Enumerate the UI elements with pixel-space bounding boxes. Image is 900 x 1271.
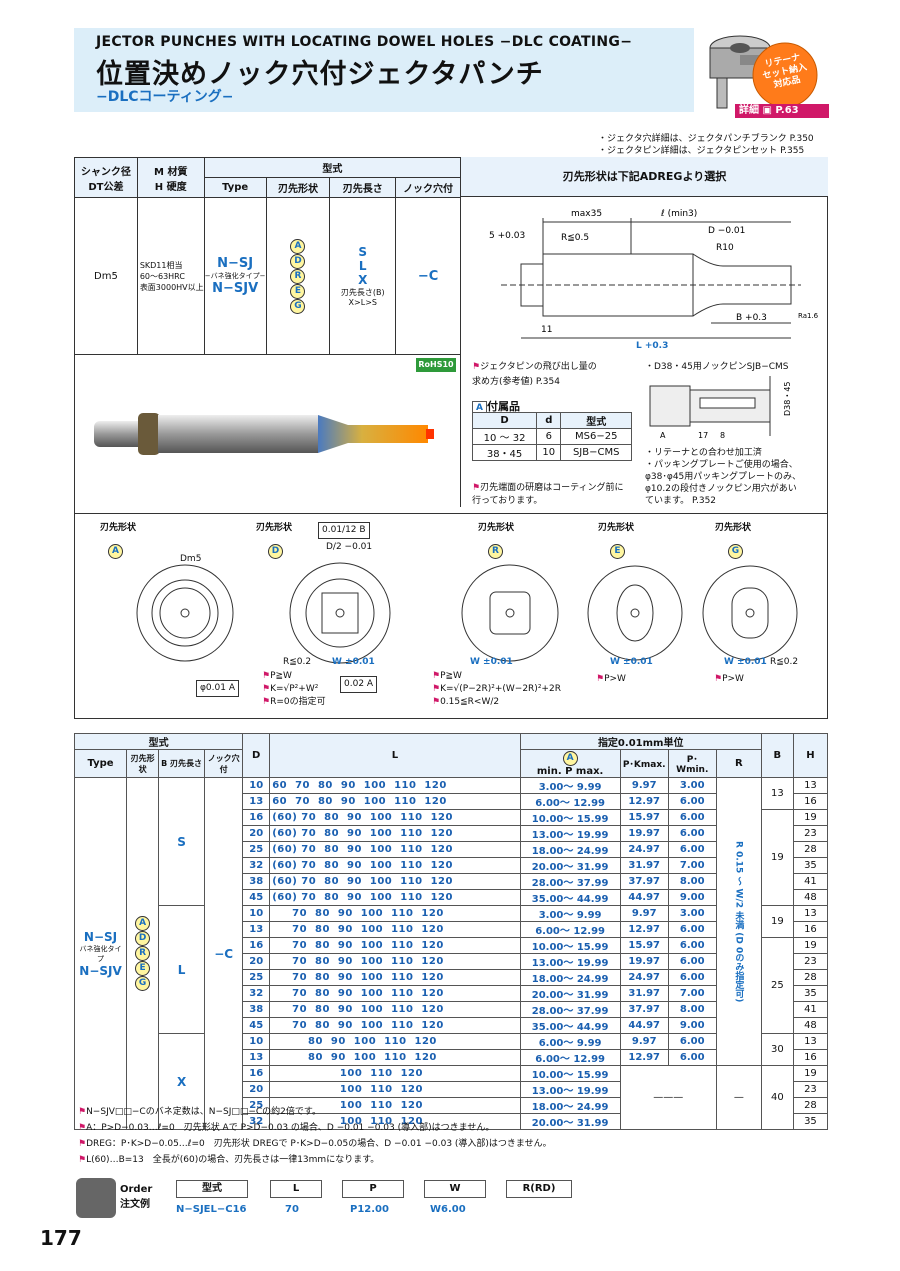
blen-l: L: [158, 905, 206, 1034]
order-example-p: P12.00: [350, 1204, 389, 1215]
type-cell: N−SJ −バネ強化タイプ− N−SJV: [203, 197, 267, 355]
blen-s: S: [158, 777, 206, 906]
shape-g-badge: G: [728, 538, 743, 559]
grind-note: ⚑刃先端面の研磨はコーティング前に 行っております。: [472, 483, 624, 506]
svg-text:B +0.3: B +0.3: [736, 313, 767, 323]
page-number: 177: [40, 1226, 82, 1250]
shape-label-e: 刃先形状: [598, 523, 635, 533]
punch-drawing: max35 ℓ (min3) D −0.01 R10 R≦0.5 5 +0.03…: [489, 209, 819, 351]
badge-ref-page: P.63: [775, 105, 799, 116]
shape-e-badge: E: [610, 538, 625, 559]
shape-a-badge: A: [108, 538, 123, 559]
svg-text:17: 17: [698, 431, 708, 440]
retainer-product-icon: [709, 35, 818, 109]
svg-text:L +0.3: L +0.3: [636, 341, 668, 351]
subtitle: −DLCコーティング−: [96, 89, 234, 105]
shape-label-g: 刃先形状: [715, 523, 752, 533]
svg-text:R≦0.5: R≦0.5: [561, 233, 589, 243]
shape-label-d: 刃先形状: [256, 523, 293, 533]
rohs-badge: RoHS10: [416, 358, 456, 372]
pin-note: ⚑ジェクタピンの飛び出し量の 求め方(参考値) P.354: [472, 362, 597, 387]
shape-cell: A D R E G: [265, 197, 331, 355]
svg-text:5 +0.03: 5 +0.03: [489, 231, 525, 241]
knock-cell: −C: [395, 197, 461, 355]
blade-length-cell: S L X 刃先長さ(B) X>L>S: [329, 197, 397, 355]
order-box-l: L: [270, 1180, 322, 1198]
footnotes: ⚑N−SJV□□−Cのバネ定数は、N−SJ□□−Cの約2倍です。 ⚑A：P>D−…: [78, 1107, 552, 1165]
order-example-l: 70: [285, 1204, 299, 1215]
badge-ref-bar[interactable]: 詳細 ▣ P.63: [735, 104, 829, 118]
select-title: 刃先形状は下記ADREGより選択: [461, 157, 828, 197]
shape-col: ADREG: [126, 777, 160, 1130]
shape-d-badge: D: [268, 538, 283, 559]
blen-x: X: [158, 1033, 206, 1130]
knock-col: −C: [204, 777, 244, 1130]
header-band: [74, 28, 694, 112]
order-example-type: N−SJEL−C16: [176, 1204, 247, 1215]
svg-text:11: 11: [541, 325, 552, 335]
svg-text:8: 8: [720, 431, 725, 440]
product-photo: [94, 413, 434, 455]
order-box-w: W: [424, 1180, 486, 1198]
order-box-type: 型式: [176, 1180, 248, 1198]
dimension-table: 型式 D L 指定0.01mm単位 B H Type 刃先形状 B 刃先長さ ノ…: [73, 733, 829, 1130]
svg-text:A: A: [660, 431, 666, 440]
badge-ref-label: 詳細: [739, 105, 759, 116]
svg-text:ℓ (min3): ℓ (min3): [660, 209, 697, 219]
phone-icon: [76, 1178, 116, 1218]
shape-label-a: 刃先形状: [100, 523, 137, 533]
title-ja: 位置決めノック穴付ジェクタパンチ: [96, 59, 544, 90]
order-box-p: P: [342, 1180, 404, 1198]
shape-label-r: 刃先形状: [478, 523, 515, 533]
shape-drawings: [136, 562, 798, 664]
shank-value: Dm5: [74, 197, 138, 355]
r-notes: ⚑P≧W ⚑K=√(P−2R)²+(W−2R)²+2R ⚑0.15≦R<W/2: [432, 671, 561, 707]
retainer-notes: ・リテーナとの合わせ加工済 ・パッキングプレートご使用の場合、 φ38･φ45用…: [645, 448, 802, 506]
d-notes: ⚑P≧W ⚑K=√P²+W² ⚑R=0の指定可: [262, 671, 326, 707]
svg-text:max35: max35: [571, 209, 602, 219]
ref-line-1: ・ジェクタ穴詳細は、ジェクタパンチブランク P.350: [598, 134, 814, 144]
svg-text:D38・45: D38・45: [783, 381, 792, 416]
shape-r-badge: R: [488, 538, 503, 559]
g-note: ⚑P>W: [714, 674, 744, 684]
knock-pin-drawing: 17 8 A D38・45: [649, 376, 792, 440]
svg-text:D −0.01: D −0.01: [708, 226, 745, 236]
ref-line-2: ・ジェクタピン詳細は、ジェクタピンセット P.355: [598, 146, 805, 156]
pin-title: ・D38・45用ノックピンSJB−CMS: [645, 362, 789, 372]
title-en: JECTOR PUNCHES WITH LOCATING DOWEL HOLES…: [96, 34, 633, 50]
e-note: ⚑P>W: [596, 674, 626, 684]
svg-text:R10: R10: [716, 243, 734, 253]
order-box-r: R(RD): [506, 1180, 572, 1198]
book-icon: ▣: [762, 105, 772, 116]
order-example-w: W6.00: [430, 1204, 466, 1215]
svg-text:Ra1.6: Ra1.6: [798, 312, 819, 320]
